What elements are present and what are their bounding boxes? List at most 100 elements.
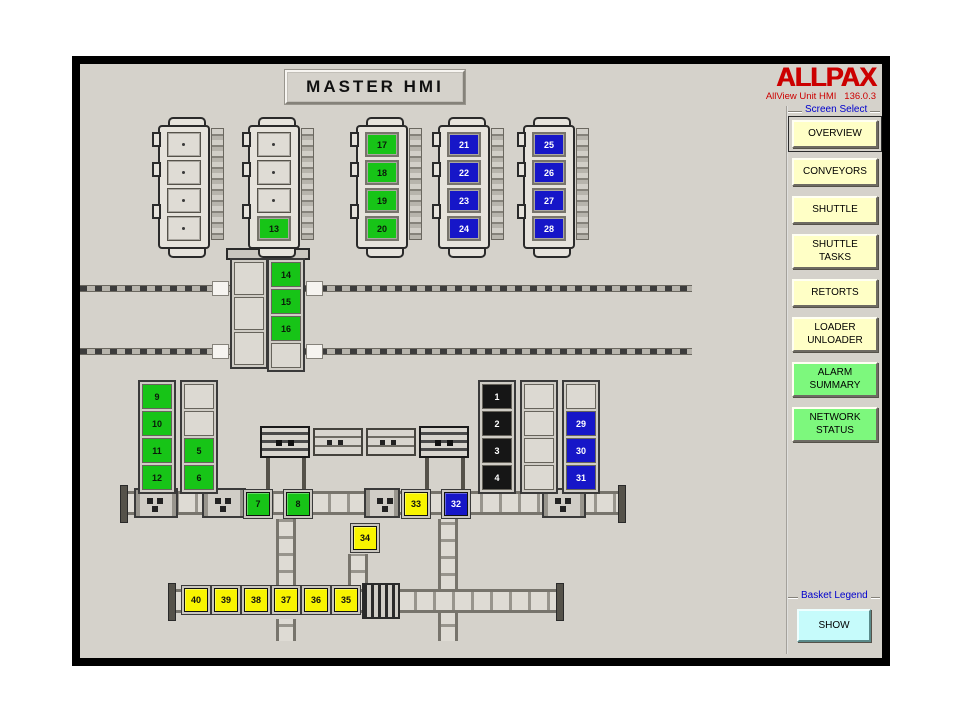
basket-carrier: 32 [441, 489, 471, 519]
hmi-background: MASTER HMI ALLPAX AllView Unit HMI 136.0… [80, 64, 882, 658]
track-leg [425, 458, 429, 489]
screen-button-shuttle-tasks[interactable]: SHUTTLE TASKS [792, 234, 878, 269]
rail-upper [80, 285, 692, 292]
basket-20: 20 [365, 216, 399, 241]
basket-carrier: 39 [211, 585, 241, 615]
retort-slot [257, 188, 291, 213]
basket-22: 22 [447, 160, 481, 185]
rack-slot [184, 411, 214, 436]
screen-button-network-status[interactable]: NETWORK STATUS [792, 407, 878, 442]
basket-34: 34 [353, 526, 377, 550]
basket-3: 3 [482, 438, 512, 463]
basket-13: 13 [257, 216, 291, 241]
basket-2: 2 [482, 411, 512, 436]
basket-27: 27 [532, 188, 566, 213]
basket-legend-show-button[interactable]: SHOW [797, 609, 871, 642]
basket-15: 15 [271, 289, 301, 314]
basket-carrier: 7 [243, 489, 273, 519]
vertical-conveyor-spur [348, 554, 368, 587]
retort-door-tab [350, 162, 359, 177]
retort-door-tab [152, 162, 161, 177]
conveyor-endcap [618, 485, 626, 523]
basket-32: 32 [444, 492, 468, 516]
basket-legend-label: Basket Legend [798, 590, 871, 601]
track-leg [266, 458, 270, 489]
rail-connector [306, 344, 323, 359]
right-rack-2 [520, 380, 558, 494]
retort-door-tab [152, 132, 161, 147]
retort-bottom-cap [448, 249, 486, 258]
retort-door-tab [152, 204, 161, 219]
basket-5: 5 [184, 438, 214, 463]
basket-11: 11 [142, 438, 172, 463]
screen-button-retorts[interactable]: RETORTS [792, 279, 878, 307]
retort-slot [167, 188, 201, 213]
allpax-logo: ALLPAX [776, 64, 877, 92]
retort-1 [152, 116, 224, 258]
rack-slot [524, 438, 554, 463]
retort-piping [301, 128, 314, 240]
screen-button-overview[interactable]: OVERVIEW [788, 116, 882, 152]
retort-door-tab [242, 132, 251, 147]
basket-8: 8 [286, 492, 310, 516]
track-leg [461, 458, 465, 489]
rack-slot [184, 384, 214, 409]
screen-button-conveyors[interactable]: CONVEYORS [792, 158, 878, 186]
retort-slot [257, 132, 291, 157]
basket-carrier: 38 [241, 585, 271, 615]
retort-bottom-cap [168, 249, 206, 258]
basket-23: 23 [447, 188, 481, 213]
screen-button-shuttle[interactable]: SHUTTLE [792, 196, 878, 224]
rack-slot [234, 332, 264, 365]
rail-lower [80, 348, 692, 355]
vertical-conveyor-right [438, 519, 458, 641]
retort-door-tab [432, 162, 441, 177]
screen-button-loader-unloader[interactable]: LOADER UNLOADER [792, 317, 878, 352]
shuttle-tower-left [230, 258, 268, 369]
retort-top-cap [366, 117, 404, 126]
retort-top-cap [533, 117, 571, 126]
basket-1: 1 [482, 384, 512, 409]
basket-14: 14 [271, 262, 301, 287]
conveyor-station [364, 488, 400, 518]
basket-17: 17 [365, 132, 399, 157]
basket-18: 18 [365, 160, 399, 185]
vertical-conveyor-left [276, 519, 296, 587]
basket-7: 7 [246, 492, 270, 516]
retort-slot [167, 132, 201, 157]
basket-40: 40 [184, 588, 208, 612]
retort-door-tab [517, 132, 526, 147]
basket-35: 35 [334, 588, 358, 612]
basket-39: 39 [214, 588, 238, 612]
retort-piping [409, 128, 422, 240]
retort-door-tab [242, 204, 251, 219]
basket-6: 6 [184, 465, 214, 490]
retort-door-tab [350, 132, 359, 147]
hmi-window: MASTER HMI ALLPAX AllView Unit HMI 136.0… [72, 56, 890, 666]
retort-door-tab [242, 162, 251, 177]
rack-slot [524, 465, 554, 490]
vertical-conveyor-stub [276, 619, 296, 641]
screen-select-label: Screen Select [802, 104, 871, 115]
rack-slot [234, 262, 264, 295]
conveyor-endcap [120, 485, 128, 523]
basket-9: 9 [142, 384, 172, 409]
retort-piping [491, 128, 504, 240]
basket-4: 4 [482, 465, 512, 490]
rack-slot [524, 411, 554, 436]
shuttle-track-segment [313, 428, 363, 456]
basket-carrier: 34 [350, 523, 380, 553]
rack-slot [234, 297, 264, 330]
basket-carrier: 35 [331, 585, 361, 615]
rail-connector [212, 281, 229, 296]
shuttle-track-segment [366, 428, 416, 456]
screen-button-alarm-summary[interactable]: ALARM SUMMARY [792, 362, 878, 397]
retort-bottom-cap [366, 249, 404, 258]
